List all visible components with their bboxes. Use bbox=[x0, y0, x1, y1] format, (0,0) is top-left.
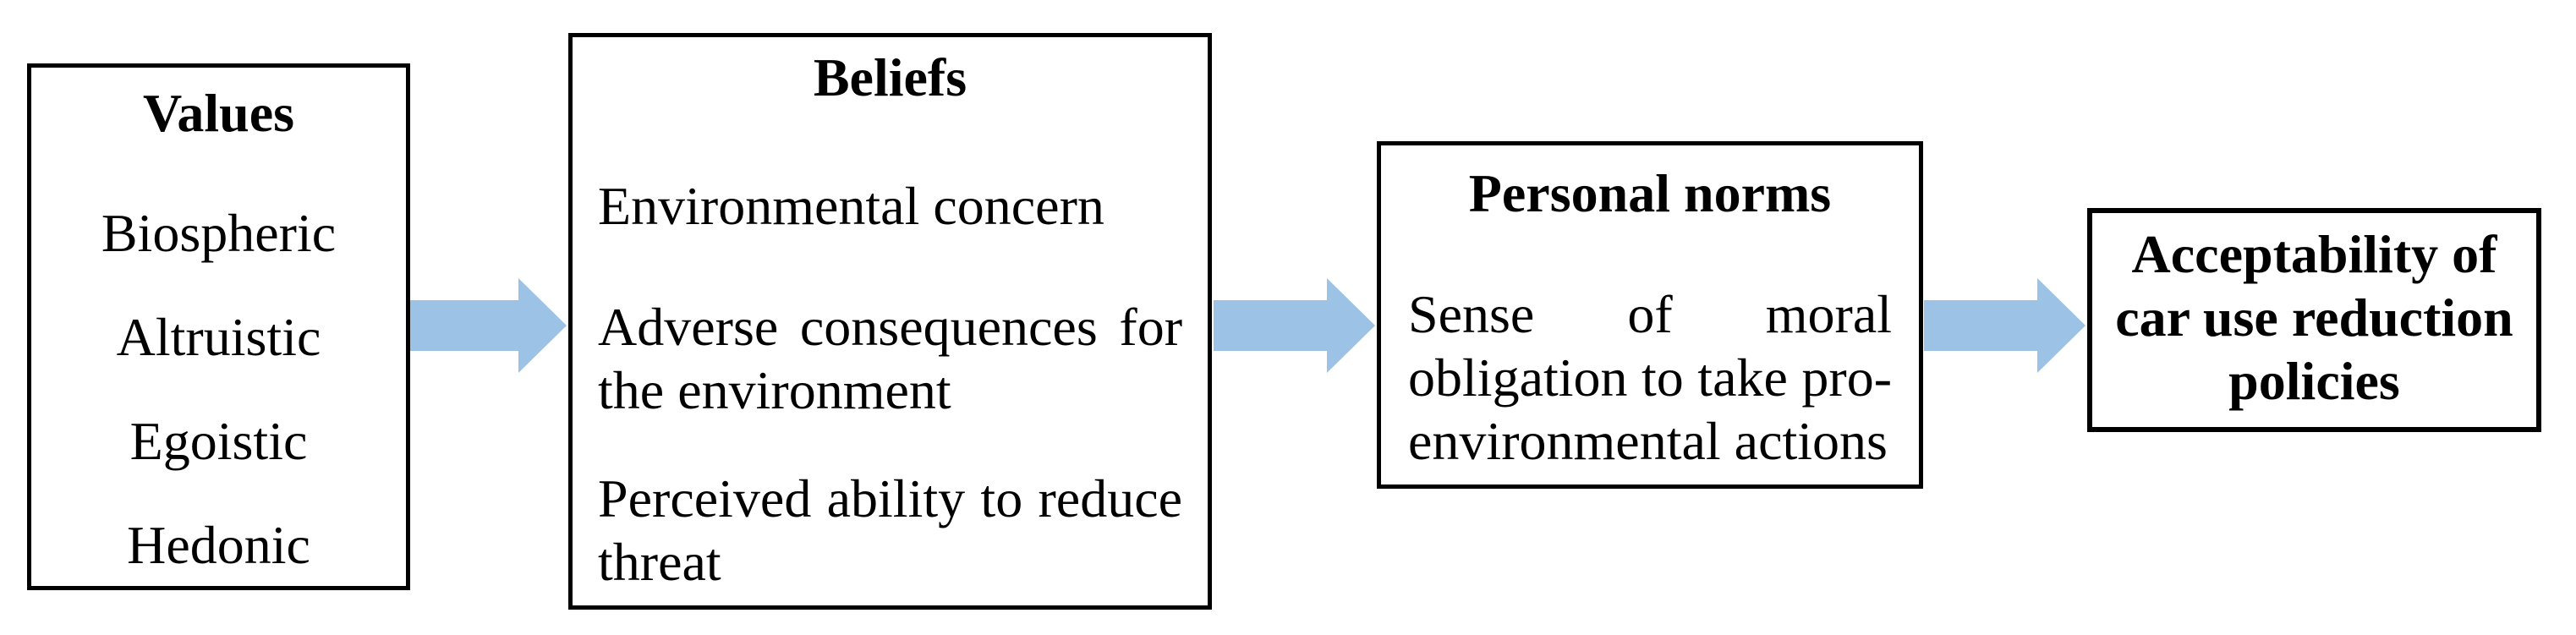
acceptability-line: car use reduction bbox=[2115, 287, 2513, 348]
arrow-shape bbox=[1924, 278, 2085, 373]
values-list: Biospheric Altruistic Egoistic Hedonic bbox=[31, 181, 406, 597]
arrow-shape bbox=[405, 278, 567, 373]
personal-norms-line: obligation to take pro- bbox=[1408, 348, 1892, 408]
values-box-title: Values bbox=[142, 83, 295, 143]
values-item-hedonic: Hedonic bbox=[127, 515, 310, 575]
acceptability-line: Acceptability of bbox=[2131, 224, 2497, 284]
belief-item-line: Perceived ability to reduce bbox=[598, 468, 1182, 528]
personal-norms-line: Sense of moral bbox=[1408, 284, 1892, 344]
values-box: Values Biospheric Altruistic Egoistic He… bbox=[27, 63, 410, 590]
belief-item-line: threat bbox=[598, 532, 721, 592]
arrow-shape bbox=[1214, 278, 1375, 373]
belief-item-environmental-concern: Environmental concern bbox=[598, 174, 1182, 238]
flow-arrow-norms-to-acceptability bbox=[1924, 278, 2085, 373]
acceptability-line: policies bbox=[2228, 351, 2400, 411]
flow-arrow-values-to-beliefs bbox=[405, 278, 567, 373]
values-item-egoistic: Egoistic bbox=[129, 411, 308, 471]
personal-norms-body: Sense of moral obligation to take pro- e… bbox=[1408, 282, 1892, 473]
belief-item-line: Adverse consequences for bbox=[598, 297, 1182, 357]
beliefs-box: Beliefs Environmental concern Adverse co… bbox=[568, 33, 1212, 610]
belief-item-perceived-ability: Perceived ability to reduce threat bbox=[598, 467, 1182, 594]
belief-item-adverse-consequences: Adverse consequences for the environment bbox=[598, 295, 1182, 422]
personal-norms-box-title: Personal norms bbox=[1468, 163, 1832, 223]
acceptability-box: Acceptability of car use reduction polic… bbox=[2087, 208, 2541, 432]
belief-item-line: Environmental concern bbox=[598, 176, 1104, 236]
flow-arrow-beliefs-to-norms bbox=[1214, 278, 1375, 373]
personal-norms-line: environmental actions bbox=[1408, 411, 1888, 471]
beliefs-box-title: Beliefs bbox=[813, 47, 967, 107]
belief-item-line: the environment bbox=[598, 360, 951, 420]
values-item-altruistic: Altruistic bbox=[116, 307, 321, 367]
values-item-biospheric: Biospheric bbox=[101, 203, 337, 263]
personal-norms-box: Personal norms Sense of moral obligation… bbox=[1377, 141, 1923, 489]
